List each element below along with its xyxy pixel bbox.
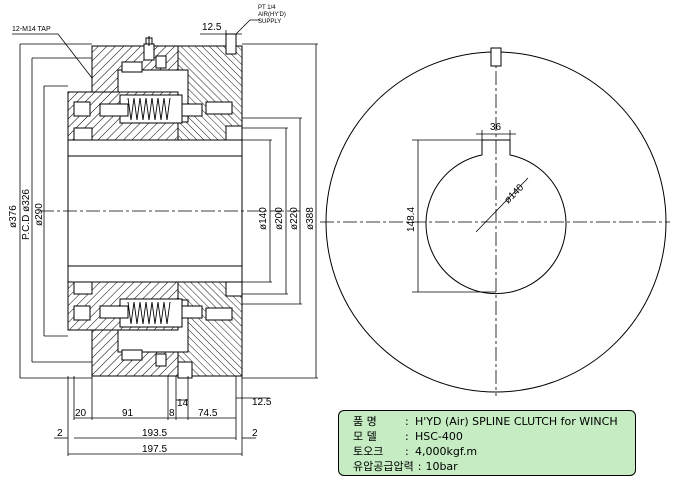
- dim-b74-5: 74.5: [198, 408, 218, 419]
- spec-key: 모 델: [353, 430, 377, 443]
- dim-d140: ø140: [258, 207, 269, 230]
- dim-d388: ø388: [305, 207, 316, 230]
- spec-value: H'YD (Air) SPLINE CLUTCH for WINCH: [415, 415, 618, 428]
- port-callout-1: PT 1/4: [258, 5, 276, 11]
- dim-b193-5: 193.5: [142, 428, 167, 439]
- dim-d200: ø200: [274, 207, 285, 230]
- bolt: [73, 305, 91, 321]
- dim-b14: 14: [177, 398, 189, 409]
- right-dimensions: [200, 19, 318, 379]
- dim-b12-5: 12.5: [252, 397, 272, 408]
- spec-key: 유압공급압력: [353, 460, 414, 473]
- spec-row-model: 모 델 : HSC-400: [353, 430, 463, 443]
- dim-h148-4: 148.4: [406, 207, 417, 232]
- dim-top-12-5: 12.5: [202, 22, 222, 33]
- spec-value: 4,000kgf.m: [415, 445, 478, 458]
- spec-key: 품 명: [353, 415, 377, 428]
- tap-callout: 12-M14 TAP: [12, 26, 51, 33]
- dim-b20: 20: [75, 408, 87, 419]
- spec-table: 품 명 : H'YD (Air) SPLINE CLUTCH for WINCH…: [338, 410, 636, 476]
- front-view: [320, 47, 670, 396]
- spec-row-pressure: 유압공급압력 : 10bar: [353, 460, 458, 473]
- supply-port: [225, 33, 237, 55]
- dim-key36: 36: [490, 122, 502, 133]
- section-view: [40, 33, 300, 379]
- port-callout-3: SUPPLY: [258, 19, 281, 25]
- dim-b8: 8: [169, 408, 175, 419]
- dim-pcd326: P.C.D ø326: [21, 189, 32, 240]
- dim-d220: ø220: [289, 207, 300, 230]
- dim-b91: 91: [122, 408, 134, 419]
- port-callout-2: AIR(HY'D): [258, 12, 286, 18]
- bolt: [73, 101, 91, 117]
- spec-row-name: 품 명 : H'YD (Air) SPLINE CLUTCH for WINCH: [353, 415, 618, 428]
- dim-b2-left: 2: [57, 428, 63, 439]
- spec-key: 토오크: [353, 445, 384, 458]
- bottom-dimensions: [54, 376, 270, 456]
- spec-value: HSC-400: [415, 430, 463, 443]
- dim-b2-right: 2: [252, 428, 258, 439]
- left-dimensions: [12, 33, 93, 379]
- dim-b197-5: 197.5: [142, 444, 167, 455]
- dim-d376: ø376: [8, 205, 19, 228]
- spec-row-torque: 토오크 : 4,000kgf.m: [353, 445, 478, 458]
- dim-d290: ø290: [34, 203, 45, 226]
- spec-value: 10bar: [425, 460, 458, 473]
